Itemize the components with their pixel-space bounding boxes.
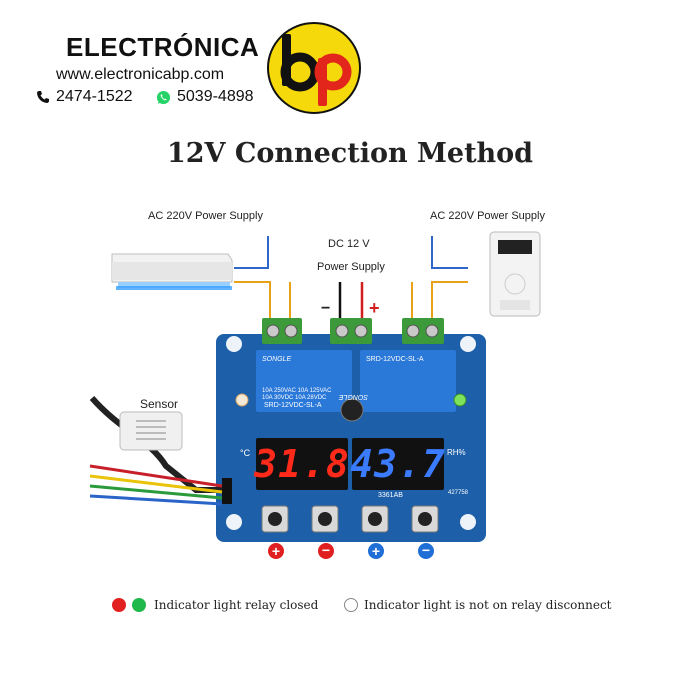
air-conditioner-icon xyxy=(111,253,233,290)
dc-supply-label: Power Supply xyxy=(317,261,385,273)
plus-label: + xyxy=(369,298,380,318)
temp-down-marker: − xyxy=(318,543,334,559)
temperature-unit: °C xyxy=(240,448,251,458)
legend-open-text: Indicator light is not on relay disconne… xyxy=(364,598,612,612)
sensor-label: Sensor xyxy=(140,397,179,411)
humidity-down-marker: − xyxy=(418,543,434,559)
humidity-up-marker: + xyxy=(368,543,384,559)
board-buttons xyxy=(261,505,439,533)
relay-left-rating2: 10A 30VDC 10A 28VDC xyxy=(262,395,327,401)
temp-up-marker: + xyxy=(268,543,284,559)
whatsapp-number: 5039-4898 xyxy=(177,88,254,105)
dehumidifier-icon xyxy=(489,231,541,317)
legend-relay-open: Indicator light is not on relay disconne… xyxy=(344,598,612,612)
ac-left-label: AC 220V Power Supply xyxy=(148,210,263,222)
minus-label: − xyxy=(321,300,331,317)
temperature-display: 31.8 xyxy=(254,442,350,486)
relay-left-brand: SONGLE xyxy=(262,356,292,363)
brand-name: ELECTRÓNICA xyxy=(66,32,260,62)
board-code: 427758 xyxy=(448,490,469,496)
terminal-blocks xyxy=(262,318,444,344)
relay-left-model: SRD-12VDC-SL-A xyxy=(264,402,322,409)
bp-logo xyxy=(267,22,361,114)
brand-url: www.electronicabp.com xyxy=(56,66,225,83)
relay-right-model: SRD-12VDC-SL-A xyxy=(366,356,424,363)
ac-right-label: AC 220V Power Supply xyxy=(430,210,545,222)
whatsapp-contact: 5039-4898 xyxy=(156,88,254,106)
legend-relay-closed: Indicator light relay closed xyxy=(112,598,318,612)
page-title: 12V Connection Method xyxy=(166,138,534,169)
red-indicator-dot xyxy=(112,598,126,612)
green-indicator-dot xyxy=(132,598,146,612)
phone-number: 2474-1522 xyxy=(56,88,133,105)
off-indicator-dot xyxy=(344,598,358,612)
relay-left-rating1: 10A 250VAC 10A 125VAC xyxy=(262,388,332,394)
legend-closed-text: Indicator light relay closed xyxy=(154,598,319,612)
humidity-unit: RH% xyxy=(447,448,466,457)
phone-contact: 2474-1522 xyxy=(36,88,133,106)
sensor-probe xyxy=(89,396,223,506)
whatsapp-icon xyxy=(156,90,171,104)
phone-icon xyxy=(37,91,49,103)
dc-voltage-label: DC 12 V xyxy=(328,238,370,250)
chip-code: 3361AB xyxy=(378,492,403,499)
humidity-display: 43.7 xyxy=(350,442,446,486)
relay-right-brand: SONGLE xyxy=(338,393,368,400)
